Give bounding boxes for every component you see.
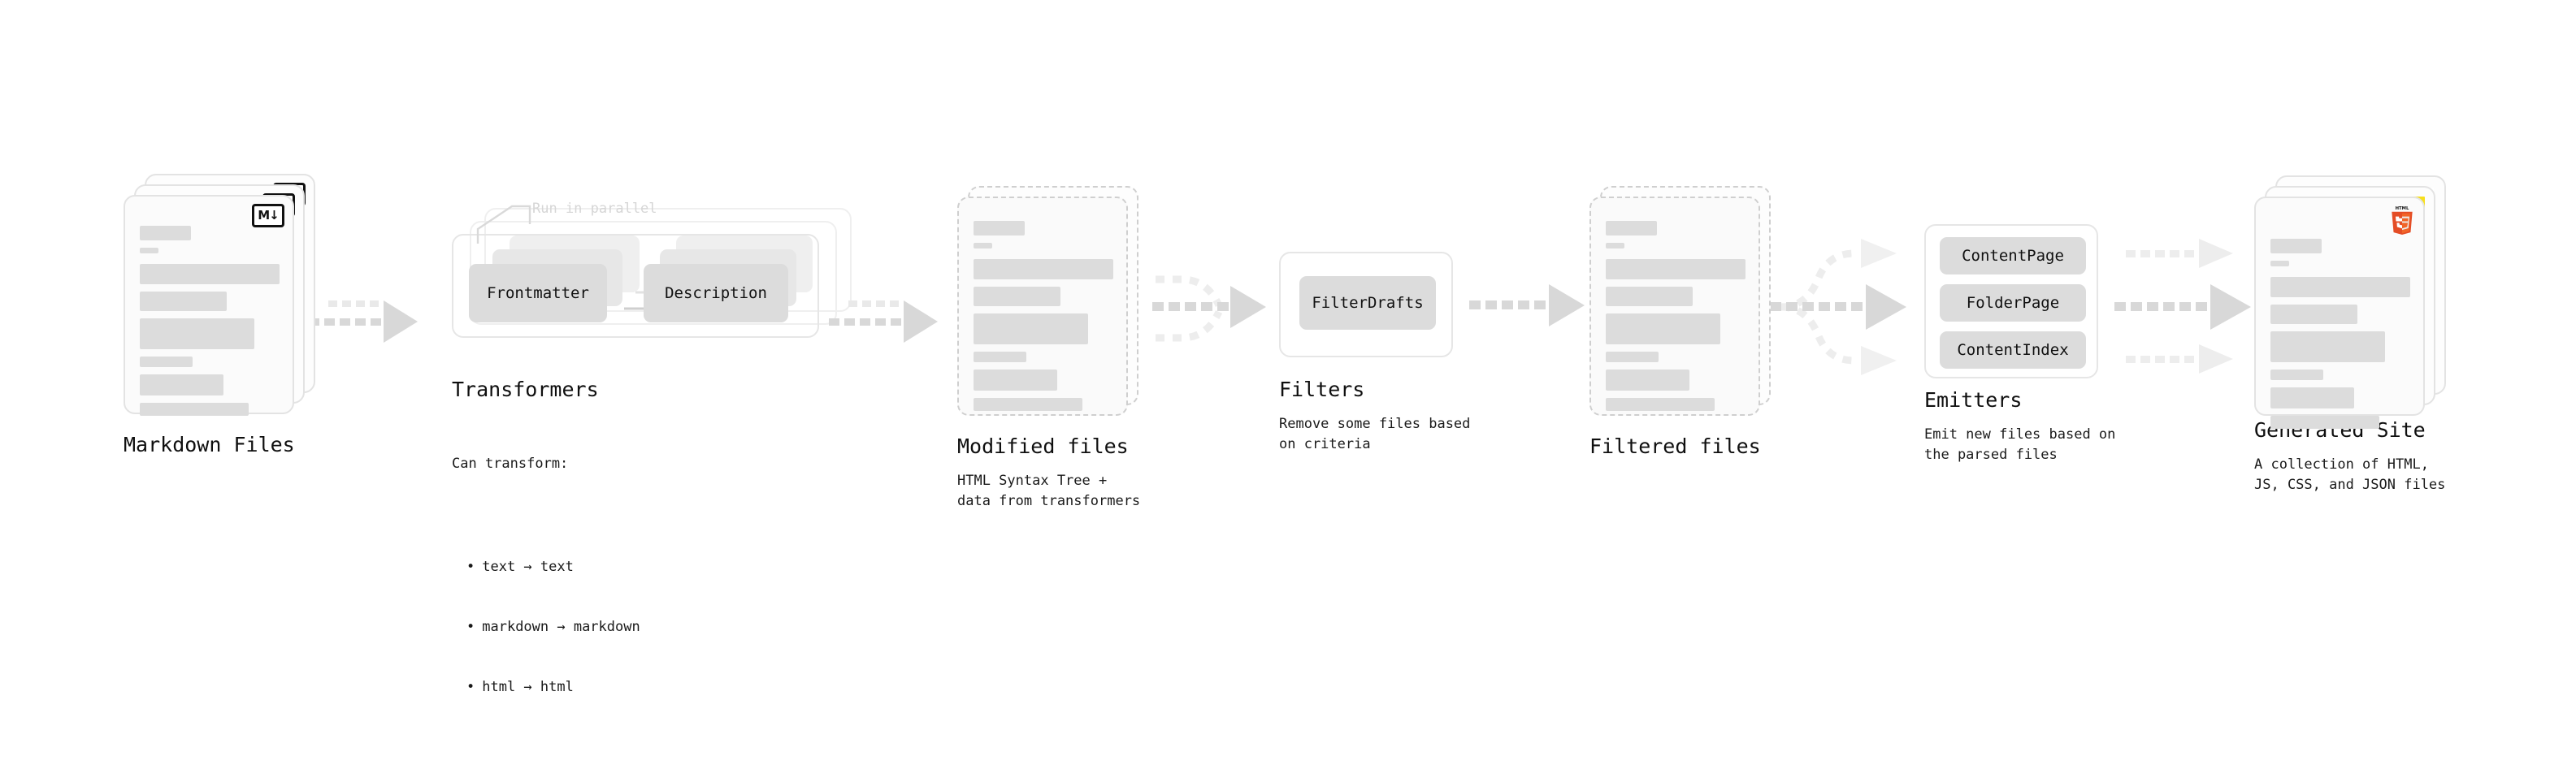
arrow-filters-to-filtered	[1469, 284, 1585, 326]
chip-description[interactable]: Description	[644, 264, 788, 322]
list-item: html → html	[466, 677, 640, 698]
html5-badge: HTML	[2389, 205, 2415, 236]
generated-site-caption: Generated Site A collection of HTML, JS,…	[2254, 418, 2445, 495]
filters-caption: Filters Remove some files based on crite…	[1279, 378, 1470, 454]
markdown-badge: M↓	[252, 204, 284, 227]
chip-folderpage[interactable]: FolderPage	[1940, 284, 2086, 322]
arrow-emitters-to-site	[2114, 239, 2251, 374]
document-skeleton	[974, 221, 1113, 418]
document-skeleton	[2270, 239, 2410, 436]
transformers-box	[452, 234, 819, 338]
svg-text:HTML: HTML	[2396, 206, 2409, 211]
chip-label: FilterDrafts	[1312, 294, 1424, 312]
chip-frontmatter[interactable]: Frontmatter	[469, 264, 607, 322]
filtered-files-caption: Filtered files	[1589, 434, 1761, 458]
list-item: markdown → markdown	[466, 617, 640, 638]
arrow-filtered-to-emitters	[1770, 239, 1906, 375]
run-in-parallel-label: Run in parallel	[532, 201, 657, 217]
stage-title: Filtered files	[1589, 434, 1761, 458]
list-item: text → text	[466, 557, 640, 577]
emitters-caption: Emitters Emit new files based on the par…	[1924, 388, 2115, 465]
stage-subtitle: A collection of HTML, JS, CSS, and JSON …	[2254, 456, 2446, 493]
document-skeleton	[140, 226, 280, 423]
run-in-parallel-bracket	[476, 205, 531, 244]
modified-files-caption: Modified files HTML Syntax Tree + data f…	[957, 434, 1140, 511]
stage-title: Emitters	[1924, 388, 2023, 412]
chip-label: Frontmatter	[487, 284, 589, 302]
pipeline-diagram: M↓ M↓ M↓ Markdown Files	[0, 0, 2576, 681]
filtered-file-front	[1589, 197, 1760, 416]
arrow-markdown-to-transformers	[309, 300, 418, 343]
stage-title: Filters	[1279, 378, 1365, 401]
chip-contentindex[interactable]: ContentIndex	[1940, 331, 2086, 369]
arrow-modified-to-filters	[1152, 275, 1266, 342]
stage-subtitle: Emit new files based on the parsed files	[1924, 426, 2116, 463]
document-skeleton	[1606, 221, 1746, 418]
chip-label: ContentIndex	[1957, 341, 2069, 359]
stage-title: Markdown Files	[124, 433, 295, 456]
chip-label: FolderPage	[1966, 294, 2060, 312]
chip-contentpage[interactable]: ContentPage	[1940, 237, 2086, 274]
stage-subtitle: Remove some files based on criteria	[1279, 416, 1471, 452]
emitters-box: ContentPage FolderPage ContentIndex	[1924, 224, 2098, 378]
stage-subtitle: Can transform: text → text markdown → ma…	[452, 414, 640, 778]
chip-label: Description	[665, 284, 767, 302]
stage-title: Transformers	[452, 378, 599, 401]
html5-shield-icon: HTML	[2392, 206, 2413, 236]
chip-filterdrafts[interactable]: FilterDrafts	[1299, 276, 1436, 330]
stage-subtitle: HTML Syntax Tree + data from transformer…	[957, 473, 1141, 509]
stage-title: Modified files	[957, 434, 1129, 458]
markdown-files-caption: Markdown Files	[124, 433, 295, 456]
transform-list: text → text markdown → markdown html → h…	[452, 517, 640, 737]
modified-file-front	[957, 197, 1128, 416]
arrow-transformers-to-modified	[829, 300, 938, 343]
markdown-file-front: M↓	[124, 195, 294, 416]
generated-file-html: HTML	[2254, 197, 2425, 429]
filters-box: FilterDrafts	[1279, 252, 1453, 357]
chip-label: ContentPage	[1962, 247, 2064, 265]
transformers-caption: Transformers Can transform: text → text …	[452, 378, 640, 778]
